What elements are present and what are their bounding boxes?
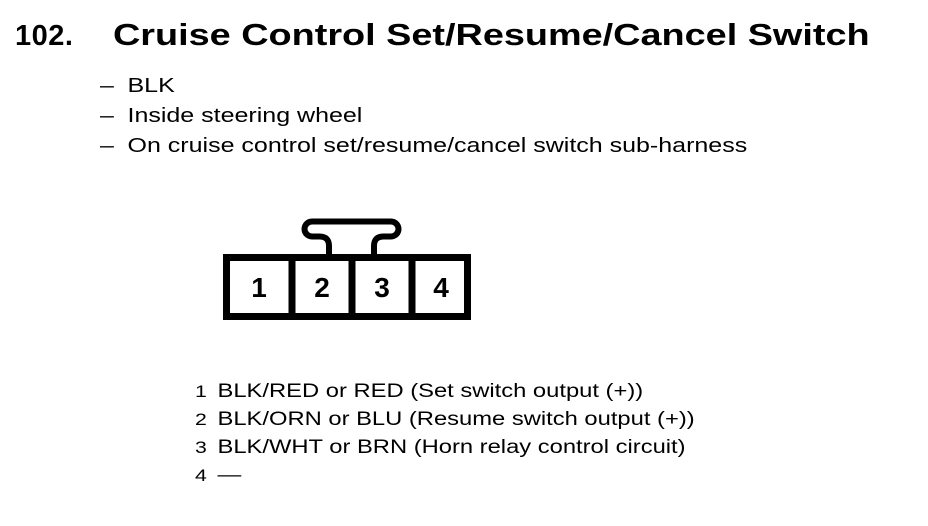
pin-row: 2 BLK/ORN or BLU (Resume switch output (… (195, 406, 695, 434)
page-title: Cruise Control Set/Resume/Cancel Switch (113, 17, 871, 52)
cavity-number: 1 (251, 272, 267, 303)
pin-row: 3 BLK/WHT or BRN (Horn relay control cir… (195, 434, 695, 462)
connector-body (223, 254, 471, 320)
dash-marker: – (100, 75, 114, 97)
dash-marker: – (100, 105, 114, 127)
section-header: 102. Cruise Control Set/Resume/Cancel Sw… (15, 19, 870, 52)
pin-number: 2 (195, 410, 207, 429)
cavity-number: 3 (374, 272, 390, 303)
pinout-list: 1 BLK/RED or RED (Set switch output (+))… (195, 378, 695, 490)
pin-row: 4 — (195, 462, 695, 490)
pin-number: 4 (195, 466, 207, 485)
pin-number: 3 (195, 438, 207, 457)
pin-description: BLK/RED or RED (Set switch output (+)) (217, 381, 644, 402)
note-text: Inside steering wheel (127, 105, 363, 127)
pin-row: 1 BLK/RED or RED (Set switch output (+)) (195, 378, 695, 406)
note-text: BLK (127, 75, 175, 97)
pin-description: BLK/ORN or BLU (Resume switch output (+)… (217, 409, 695, 430)
note-line: – BLK (100, 71, 747, 101)
note-line: – Inside steering wheel (100, 101, 747, 131)
notes-list: – BLK – Inside steering wheel – On cruis… (100, 71, 747, 161)
dash-marker: – (100, 135, 114, 157)
note-line: – On cruise control set/resume/cancel sw… (100, 131, 747, 161)
pin-description: BLK/WHT or BRN (Horn relay control circu… (217, 437, 686, 458)
connector-figure: 1 2 3 4 (223, 212, 471, 320)
section-number: 102. (15, 20, 74, 52)
connector-lock-tab (301, 218, 402, 259)
cavity-number: 2 (314, 272, 330, 303)
pin-number: 1 (195, 382, 207, 401)
connector-diagram: 1 2 3 4 (223, 218, 471, 320)
note-text: On cruise control set/resume/cancel swit… (127, 135, 748, 157)
cavity-number: 4 (433, 272, 449, 303)
pin-description: — (217, 465, 242, 486)
